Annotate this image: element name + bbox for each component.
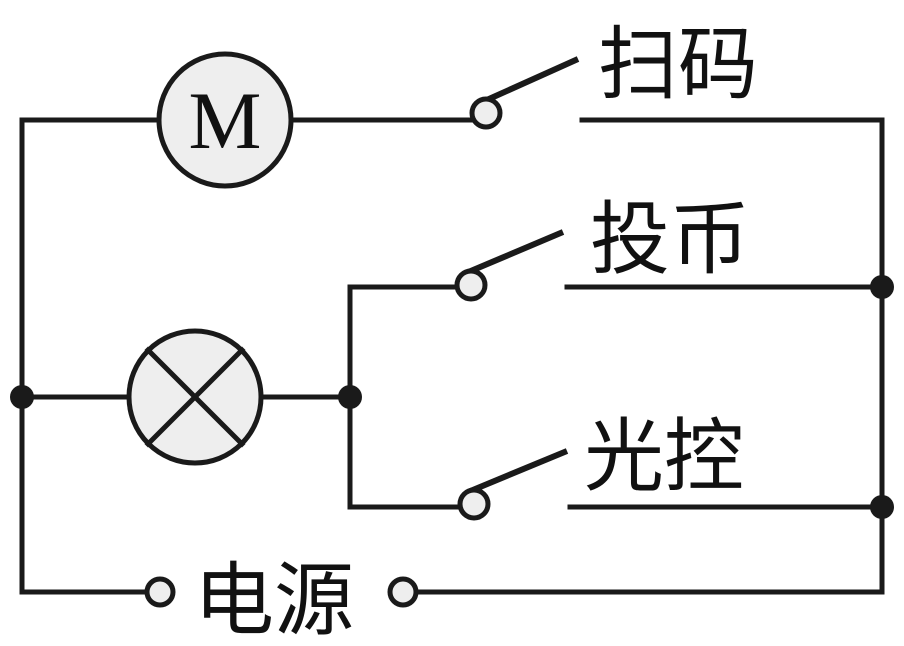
- switch-coin-pivot: [454, 268, 488, 302]
- switch-scan-pivot: [469, 96, 503, 130]
- motor: M: [156, 51, 294, 189]
- junction-middle: [338, 385, 362, 409]
- power-source: 电源: [19, 554, 885, 646]
- switch-light-pivot: [457, 487, 491, 521]
- switch-light-blade: [466, 448, 569, 495]
- switch-light-label: 光控: [584, 410, 744, 503]
- junction-right-upper: [870, 275, 894, 299]
- junction-left: [10, 385, 34, 409]
- motor-symbol: M: [189, 75, 262, 166]
- switch-coin-blade: [464, 229, 565, 276]
- power-label: 电源: [194, 554, 354, 646]
- power-terminal-right: [387, 576, 419, 608]
- junction-right-lower: [870, 495, 894, 519]
- switch-coin-label: 投币: [590, 193, 750, 286]
- motor-circle: [156, 51, 294, 189]
- switch-light: 光控: [347, 410, 885, 521]
- lamp: [126, 328, 264, 466]
- switch-scan-blade: [478, 56, 580, 106]
- switch-scan-label: 扫码: [598, 18, 758, 111]
- switch-scan: 扫码: [469, 18, 885, 130]
- lamp-cross-b: [144, 346, 246, 448]
- power-terminal-left: [144, 576, 176, 608]
- switch-coin: 投币: [347, 193, 885, 302]
